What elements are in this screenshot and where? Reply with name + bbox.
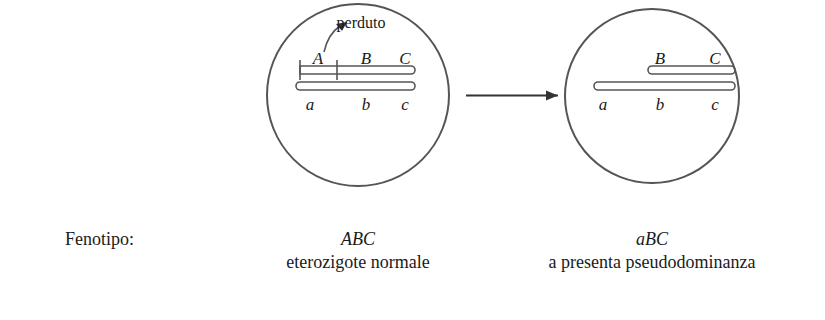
gene-label: C	[709, 50, 720, 67]
phenotype-label: ABC	[341, 230, 375, 250]
gene-label: b	[656, 96, 665, 113]
note-text: perduto	[337, 15, 386, 31]
break-mark	[336, 60, 338, 80]
phenotype-label: aBC	[636, 230, 668, 250]
gene-label: b	[362, 96, 371, 113]
gene-label: c	[401, 96, 409, 113]
transition-arrow	[466, 91, 558, 101]
gene-label: a	[599, 96, 608, 113]
chromosome	[296, 82, 415, 90]
gene-label: c	[711, 96, 719, 113]
gene-label: A	[313, 50, 323, 67]
cell-circle: perdutoA B Ca b c	[266, 3, 450, 187]
gene-label: B	[361, 50, 371, 67]
chromosome	[594, 82, 735, 90]
row-heading: Fenotipo:	[65, 230, 134, 250]
chromosome	[648, 66, 735, 74]
chromosome	[300, 66, 415, 74]
gene-label: C	[399, 50, 410, 67]
phenotype-label: a presenta pseudodominanza	[549, 253, 756, 273]
cell-circle: B Ca b c	[564, 8, 740, 184]
gene-label: B	[655, 50, 665, 67]
break-mark	[299, 60, 301, 80]
gene-label: a	[306, 96, 315, 113]
phenotype-label: eterozigote normale	[286, 253, 429, 273]
